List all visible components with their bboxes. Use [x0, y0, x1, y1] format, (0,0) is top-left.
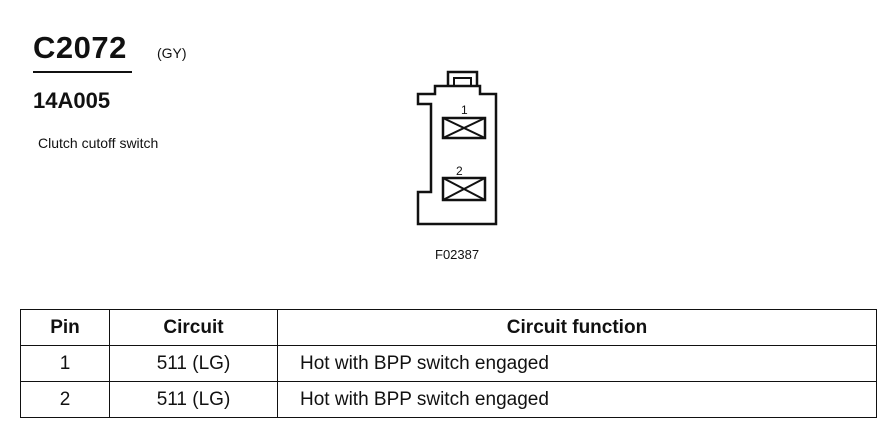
connector-body-outline — [416, 84, 498, 226]
cell-circuit-function: Hot with BPP switch engaged — [277, 381, 877, 418]
table-row: 1 511 (LG) Hot with BPP switch engaged — [20, 345, 877, 382]
cell-circuit-function: Hot with BPP switch engaged — [277, 345, 877, 382]
title-underline — [33, 71, 132, 73]
cell-pin: 2 — [20, 381, 110, 418]
pin-table: Pin Circuit Circuit function 1 511 (LG) … — [20, 309, 877, 418]
pin-cavity-2 — [441, 176, 487, 202]
table-row: 2 511 (LG) Hot with BPP switch engaged — [20, 381, 877, 418]
cell-circuit: 511 (LG) — [109, 381, 278, 418]
header-pin: Pin — [20, 309, 110, 346]
pin-label-1: 1 — [461, 103, 468, 117]
connector-color: (GY) — [157, 45, 187, 61]
header-circuit: Circuit — [109, 309, 278, 346]
connector-latch-inner — [453, 77, 472, 86]
table-header-row: Pin Circuit Circuit function — [20, 309, 877, 346]
cell-pin: 1 — [20, 345, 110, 382]
pin-label-2: 2 — [456, 164, 463, 178]
connector-id: C2072 — [33, 30, 127, 65]
figure-id: F02387 — [435, 247, 480, 262]
cell-circuit: 511 (LG) — [109, 345, 278, 382]
pin-cavity-1 — [441, 116, 487, 140]
connector-face-drawing: 1 2 — [416, 70, 498, 226]
part-number: 14A005 — [33, 88, 111, 113]
connector-latch — [446, 70, 479, 86]
header-circuit-function: Circuit function — [277, 309, 877, 346]
component-name: Clutch cutoff switch — [38, 135, 159, 151]
